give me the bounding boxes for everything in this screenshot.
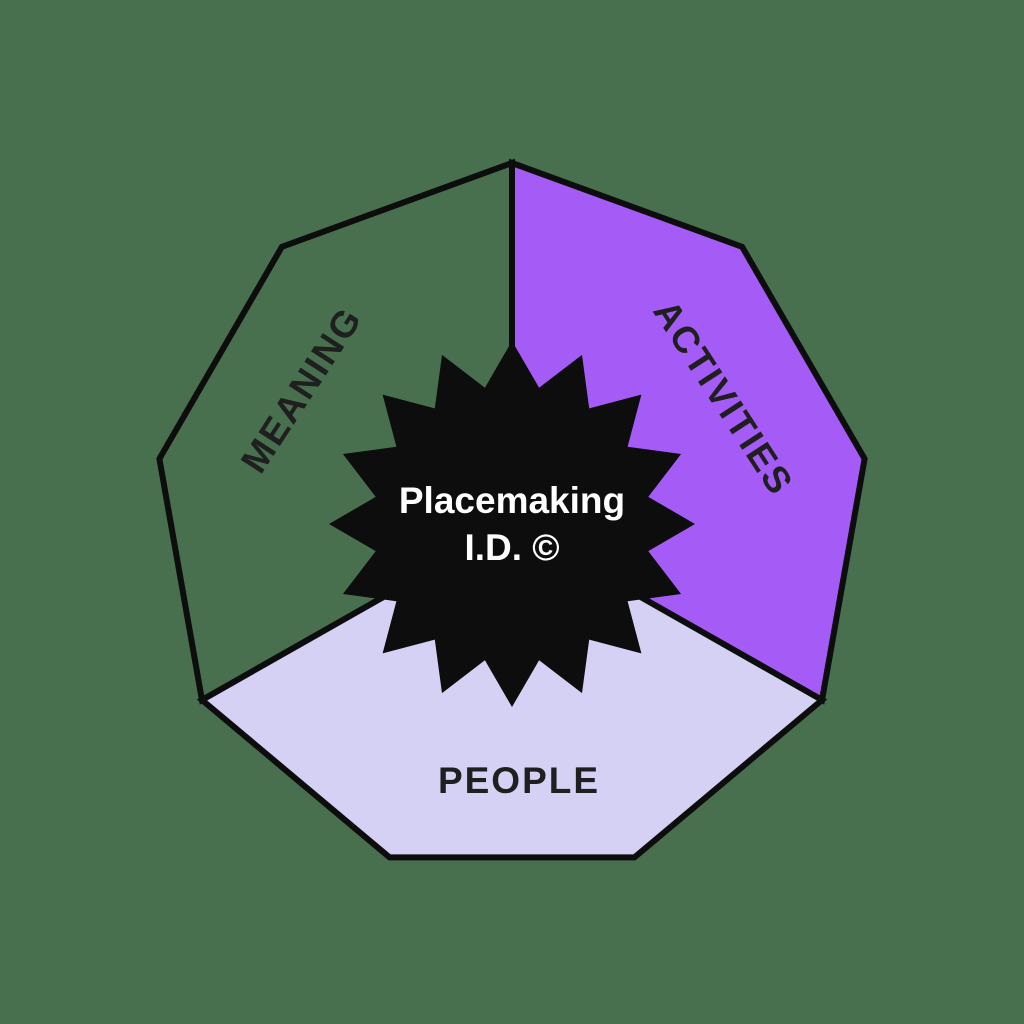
section-label-people: PEOPLE [437, 760, 601, 801]
center-badge: Placemaking I.D. © [399, 477, 625, 571]
starburst-icon [329, 341, 695, 707]
center-badge-line2: I.D. © [464, 527, 560, 568]
center-badge-line1: Placemaking [398, 480, 626, 521]
